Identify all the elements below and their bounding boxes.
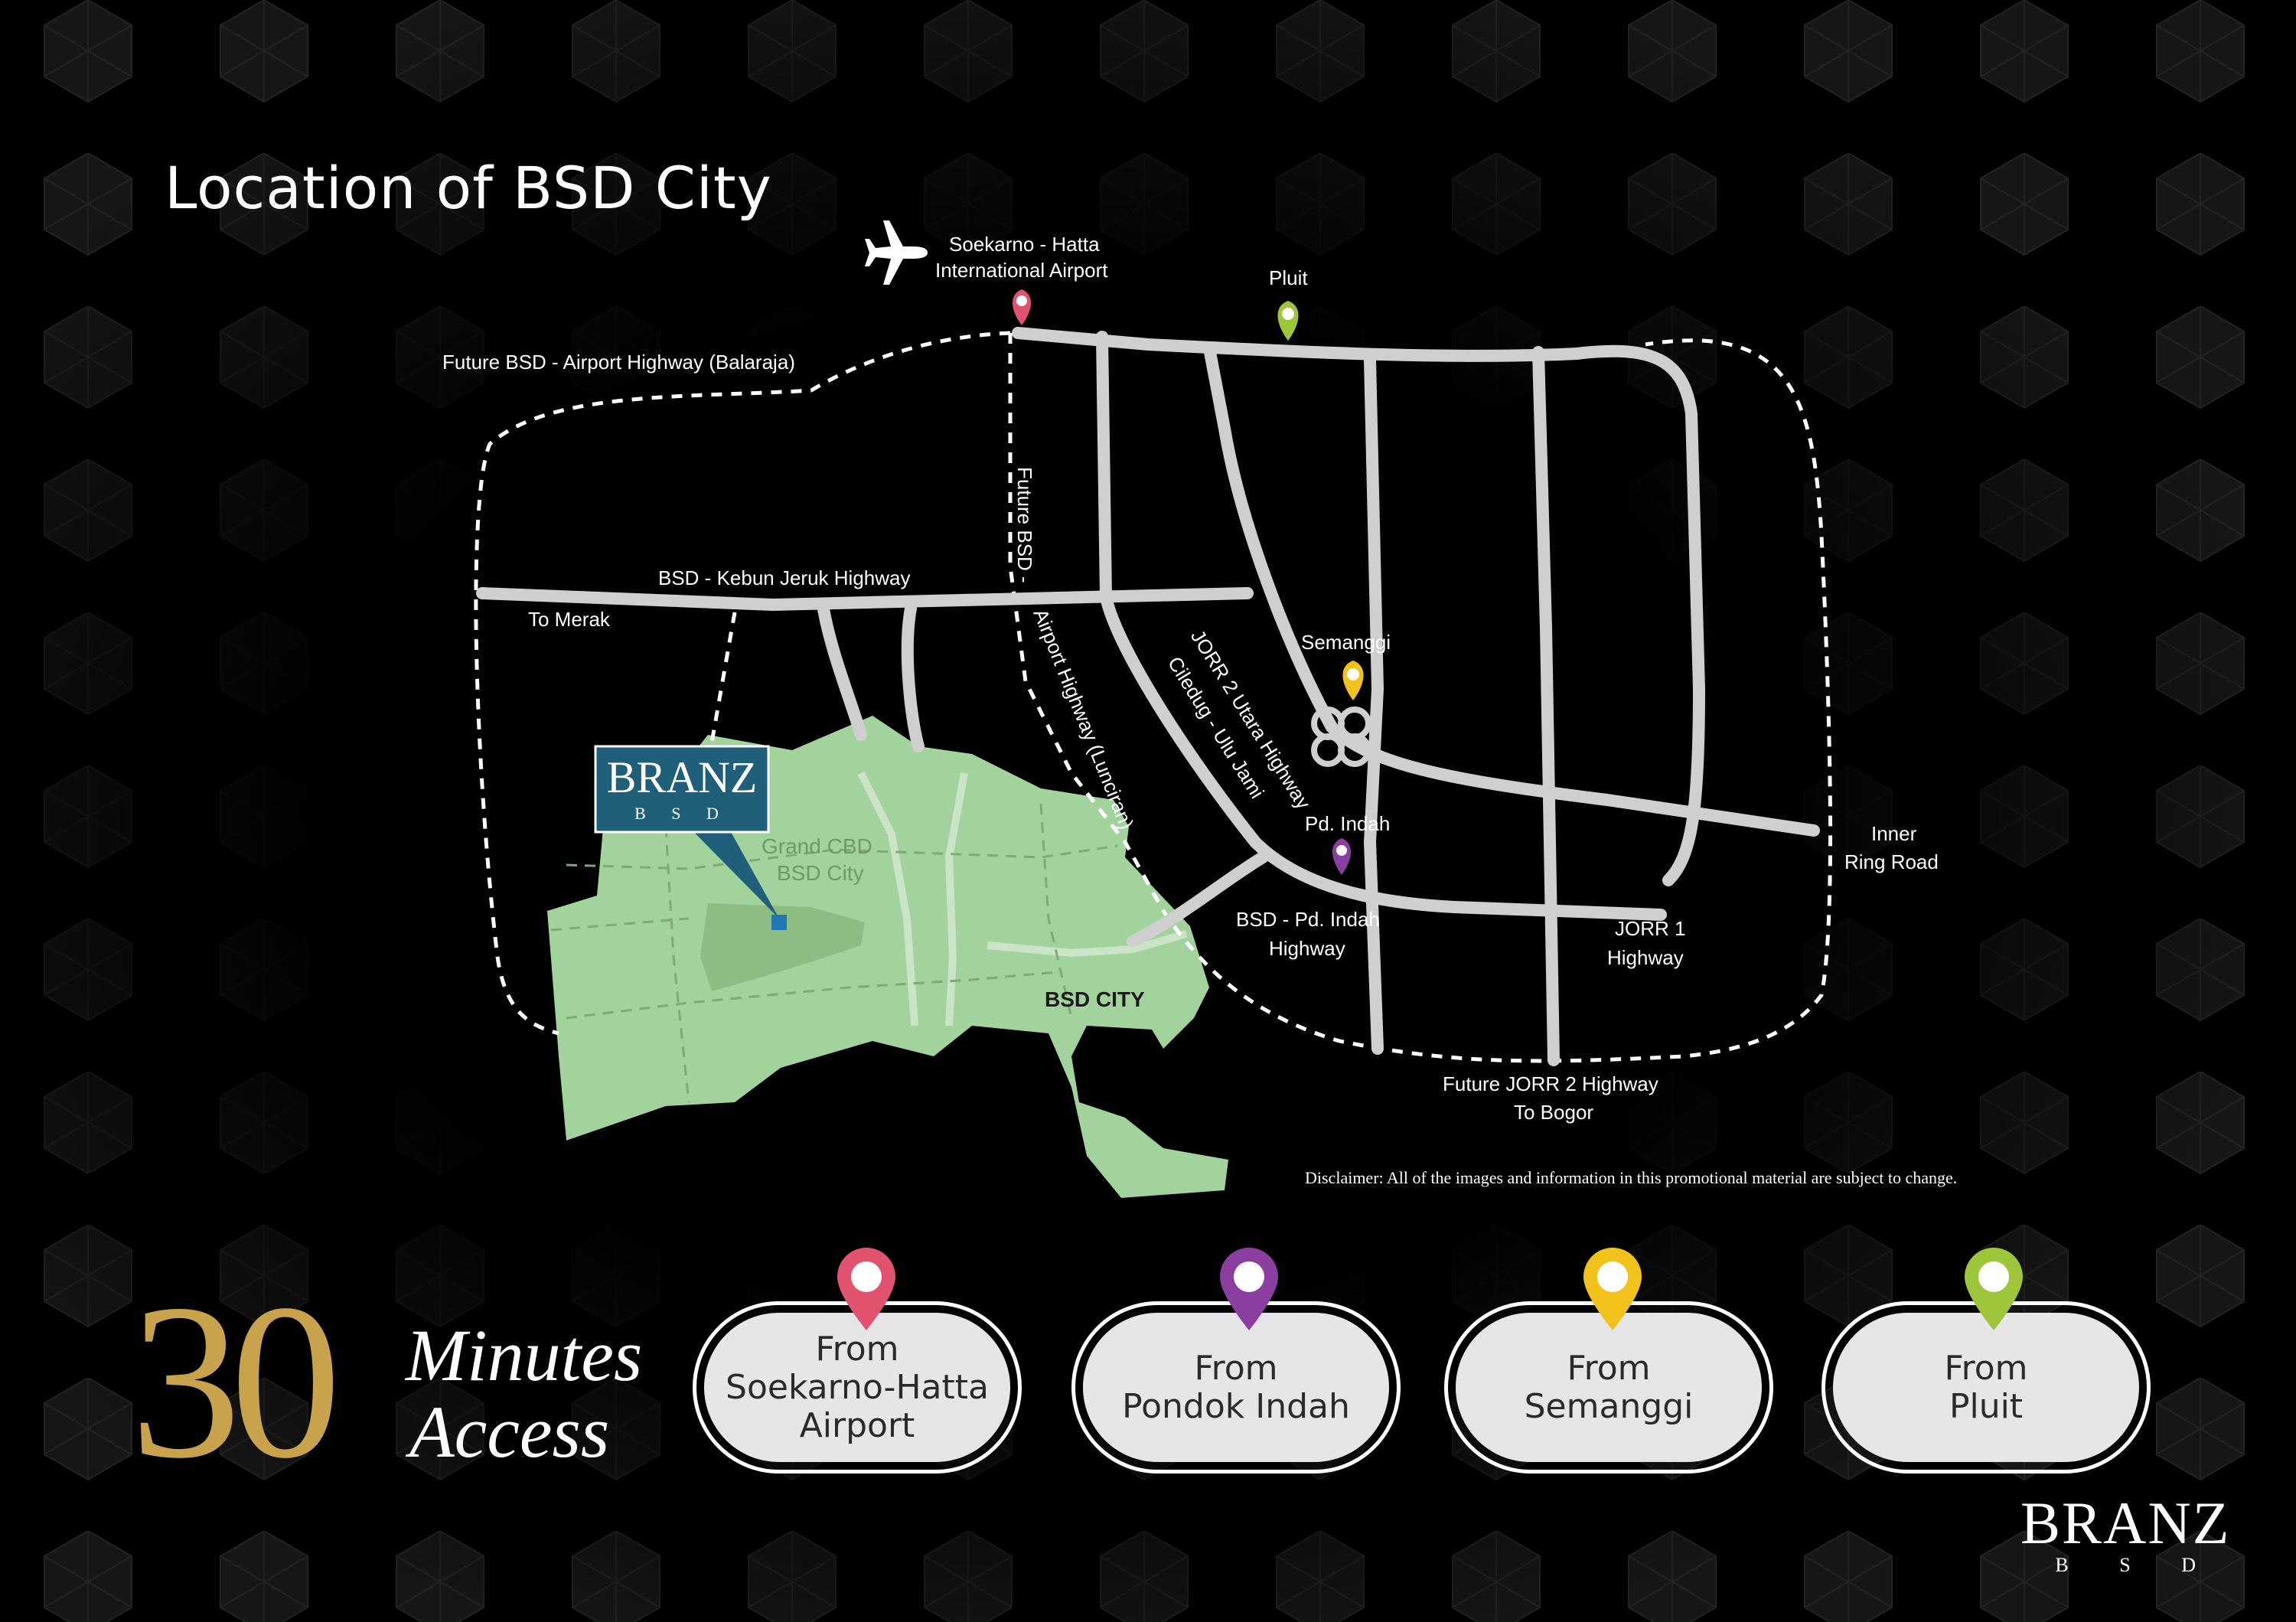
label-future-jorr2-1: Future JORR 2 Highway — [1443, 1072, 1658, 1095]
label-kebun-jeruk-highway: BSD - Kebun Jeruk Highway — [658, 566, 910, 589]
road-kebun-jeruk — [476, 587, 1254, 611]
label-airport-line2: International Airport — [935, 259, 1108, 282]
branz-callout[interactable]: BRANZ B S D — [594, 745, 787, 930]
destination-from: From — [1567, 1348, 1651, 1388]
label-pluit: Pluit — [1269, 266, 1308, 289]
destination-semanggi[interactable]: From Semanggi — [1444, 1301, 1773, 1474]
logo-sub: B S D — [2055, 1554, 2219, 1576]
branz-callout-name: BRANZ — [607, 752, 758, 802]
label-bsd-pd-indah-1: BSD - Pd. Indah — [1236, 908, 1380, 931]
pin-icon-semanggi — [1583, 1248, 1642, 1330]
access-label: Access — [409, 1391, 610, 1473]
destination-name: Pondok Indah — [1122, 1386, 1350, 1426]
destination-from: From — [815, 1329, 899, 1369]
bsd-internal-roads — [857, 771, 1188, 1026]
map-pin-semanggi[interactable] — [1342, 661, 1364, 700]
label-bsd-pd-indah-2: Highway — [1269, 937, 1345, 960]
label-inner-ring-2: Ring Road — [1844, 850, 1939, 873]
label-pd-indah: Pd. Indah — [1305, 812, 1390, 835]
label-grand-cbd-1: Grand CBD — [762, 834, 872, 858]
label-grand-cbd-2: BSD City — [777, 861, 864, 885]
pin-icon-airport — [837, 1248, 895, 1330]
map-pin-airport[interactable] — [1012, 289, 1032, 325]
label-inner-ring-1: Inner — [1871, 822, 1917, 845]
page-title: Location of BSD City — [165, 153, 772, 222]
bsd-dashed-roads — [550, 803, 1118, 1103]
logo-name: BRANZ — [2020, 1490, 2231, 1556]
map-pin-pondok-indah[interactable] — [1332, 838, 1352, 875]
destination-from: From — [1944, 1348, 2028, 1388]
destination-airport[interactable]: From Soekarno-Hatta Airport — [693, 1301, 1022, 1474]
destination-from: From — [1194, 1348, 1278, 1388]
semanggi-interchange — [1311, 707, 1371, 767]
branz-location-marker — [771, 915, 787, 930]
grand-cbd-blocks — [700, 903, 865, 991]
airplane-icon — [865, 220, 928, 285]
road-bsd-pd-indah — [1127, 851, 1269, 948]
label-future-jorr2-2: To Bogor — [1514, 1101, 1593, 1124]
label-bsd-city: BSD CITY — [1045, 987, 1145, 1011]
label-semanggi: Semanggi — [1301, 631, 1391, 654]
access-minutes-label: Minutes — [406, 1314, 643, 1396]
future-highway-dashed — [474, 331, 1833, 1063]
label-jorr1-1: JORR 1 — [1615, 917, 1685, 940]
highways — [476, 327, 1820, 1066]
destination-name: Soekarno-Hatta — [726, 1367, 989, 1407]
label-jorr1-2: Highway — [1607, 946, 1684, 969]
access-minutes-number: 30 — [130, 1258, 341, 1504]
destination-pondok-indah[interactable]: From Pondok Indah — [1071, 1301, 1401, 1474]
disclaimer: Disclaimer: All of the images and inform… — [1305, 1168, 1958, 1187]
destination-name: Semanggi — [1524, 1386, 1694, 1426]
destination-name: Pluit — [1949, 1386, 2024, 1426]
label-future-airport-highway: Future BSD - Airport Highway (Balaraja) — [442, 351, 795, 374]
branz-callout-sub: B S D — [634, 804, 729, 823]
label-to-merak: To Merak — [528, 608, 611, 631]
pin-icon-pondok-indah — [1220, 1248, 1278, 1330]
label-future-bsd: Future BSD - — [1013, 467, 1036, 583]
branz-logo: BRANZ B S D — [2020, 1493, 2230, 1577]
pin-icon-pluit — [1965, 1248, 2023, 1330]
destination-name-2: Airport — [799, 1405, 915, 1445]
label-airport-line1: Soekarno - Hatta — [949, 233, 1100, 256]
map-pin-pluit[interactable] — [1277, 301, 1299, 341]
